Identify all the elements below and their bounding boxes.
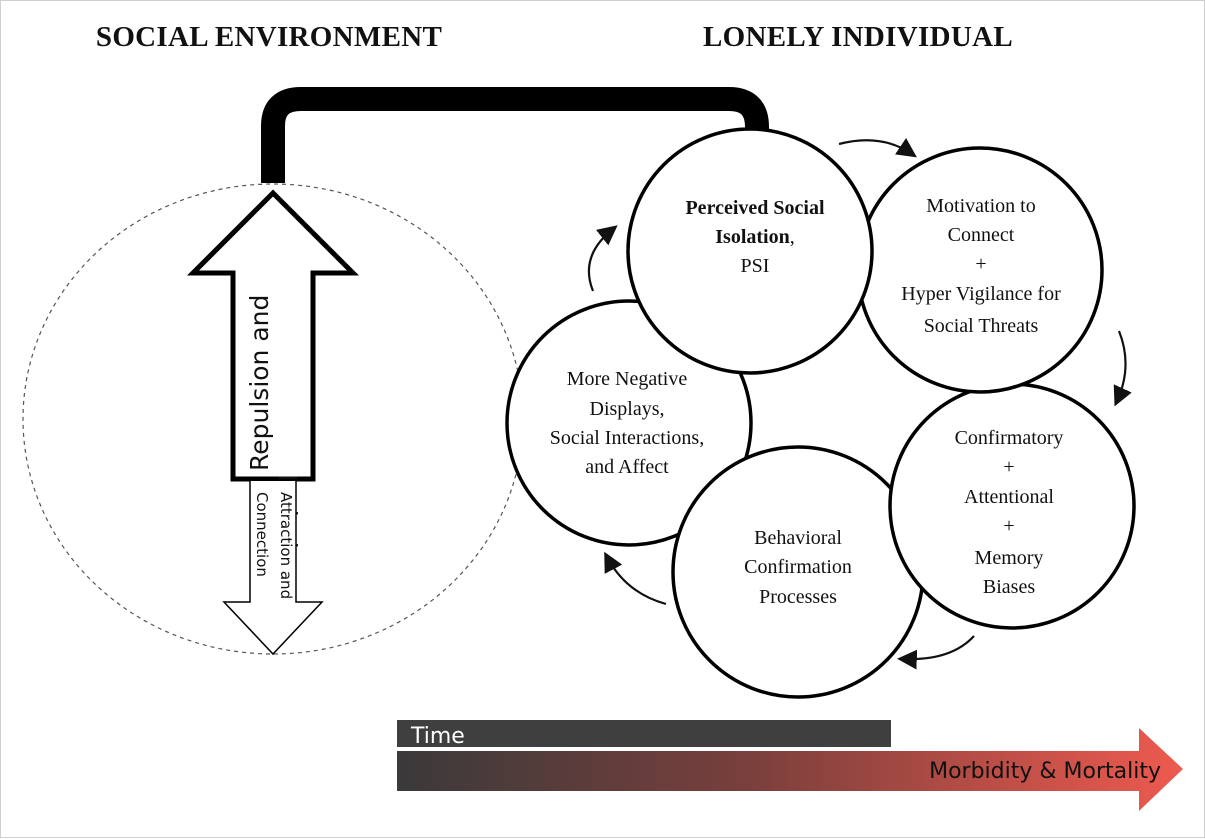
psi-line2-tail: , [790,226,795,248]
cycle-arrow-psi-to-motivation [838,138,917,158]
cycle-arrow-confirmatory-to-behavioral [897,635,975,670]
cycle-arrow-behavioral-to-negative [604,551,667,606]
confirmatory-line4: + [1003,515,1014,537]
repulsion-label-line1: Repulsion and [245,295,274,471]
attraction-label-line2: Connection [253,492,271,577]
connector-arrow-shaft [261,87,769,183]
behavioral-line3: Processes [759,586,837,608]
psi-line1: Perceived Social [685,197,824,219]
time-label: Time [410,724,465,749]
time-bar [397,720,891,747]
negative-line2: Displays, [590,398,665,420]
header-social-environment: SOCIAL ENVIRONMENT [96,21,442,53]
cycle-arrow-negative-to-psi [587,225,618,292]
psi-line2: Isolation, [715,226,794,248]
confirmatory-text: Confirmatory + Attentional + Memory Bias… [955,427,1064,598]
attraction-connection-arrow [222,481,324,656]
motivation-line2: Connect [948,224,1015,246]
negative-line3: Social Interactions, [550,427,704,449]
psi-text: Perceived Social Isolation, PSI [685,197,824,277]
repulsion-isolation-arrow [186,189,360,482]
confirmatory-line1: Confirmatory [955,427,1064,449]
motivation-line3: + [975,253,986,275]
motivation-line5: Social Threats [924,315,1039,337]
morbidity-mortality-label: Morbidity & Mortality [929,759,1161,784]
motivation-line1: Motivation to [926,195,1035,217]
psi-line3: PSI [741,255,770,277]
negative-line1: More Negative [567,368,688,390]
header-lonely-individual: LONELY INDIVIDUAL [703,21,1013,53]
behavioral-line1: Behavioral [754,527,842,549]
negative-displays-text: More Negative Displays, Social Interacti… [550,368,704,478]
confirmatory-line5: Memory [975,547,1044,569]
morbidity-mortality-arrow [397,728,1183,811]
circle-perceived-social-isolation [626,127,874,375]
attraction-label-line1: Attraction and [277,492,295,599]
behavioral-text: Behavioral Confirmation Processes [744,527,852,608]
behavioral-line2: Confirmation [744,556,852,578]
confirmatory-line2: + [1003,456,1014,478]
psi-line2-bold: Isolation [715,226,789,248]
motivation-line4: Hyper Vigilance for [901,283,1061,305]
confirmatory-line3: Attentional [964,486,1054,508]
confirmatory-line6: Biases [983,576,1035,598]
circle-negative-displays [505,299,753,547]
negative-line4: and Affect [585,456,669,478]
cycle-arrow-motivation-to-confirmatory [1113,330,1132,407]
motivation-text: Motivation to Connect + Hyper Vigilance … [901,195,1061,337]
